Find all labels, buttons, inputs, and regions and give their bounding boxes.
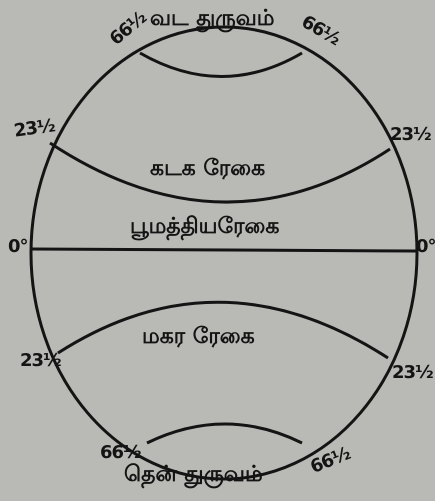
equator-line bbox=[32, 249, 416, 251]
arctic-circle-line bbox=[140, 53, 302, 77]
tropic-of-capricorn-label: மகர ரேகை bbox=[142, 326, 255, 348]
north-pole-label: வட துருவம் bbox=[150, 8, 274, 30]
globe-outline bbox=[31, 27, 417, 479]
south-pole-label: தென் துருவம் bbox=[124, 464, 263, 486]
capricorn-degree-left: 23½ bbox=[20, 352, 61, 370]
equator-degree-left: 0° bbox=[8, 238, 28, 256]
capricorn-degree-right: 23½ bbox=[392, 364, 433, 382]
antarctic-circle-line bbox=[147, 424, 302, 443]
cancer-degree-right: 23½ bbox=[390, 126, 431, 144]
tropic-of-cancer-label: கடக ரேகை bbox=[150, 158, 265, 180]
equator-degree-right: 0° bbox=[416, 238, 435, 256]
equator-label: பூமத்தியரேகை bbox=[130, 216, 279, 238]
antarctic-degree-left: 66½ bbox=[100, 444, 141, 462]
